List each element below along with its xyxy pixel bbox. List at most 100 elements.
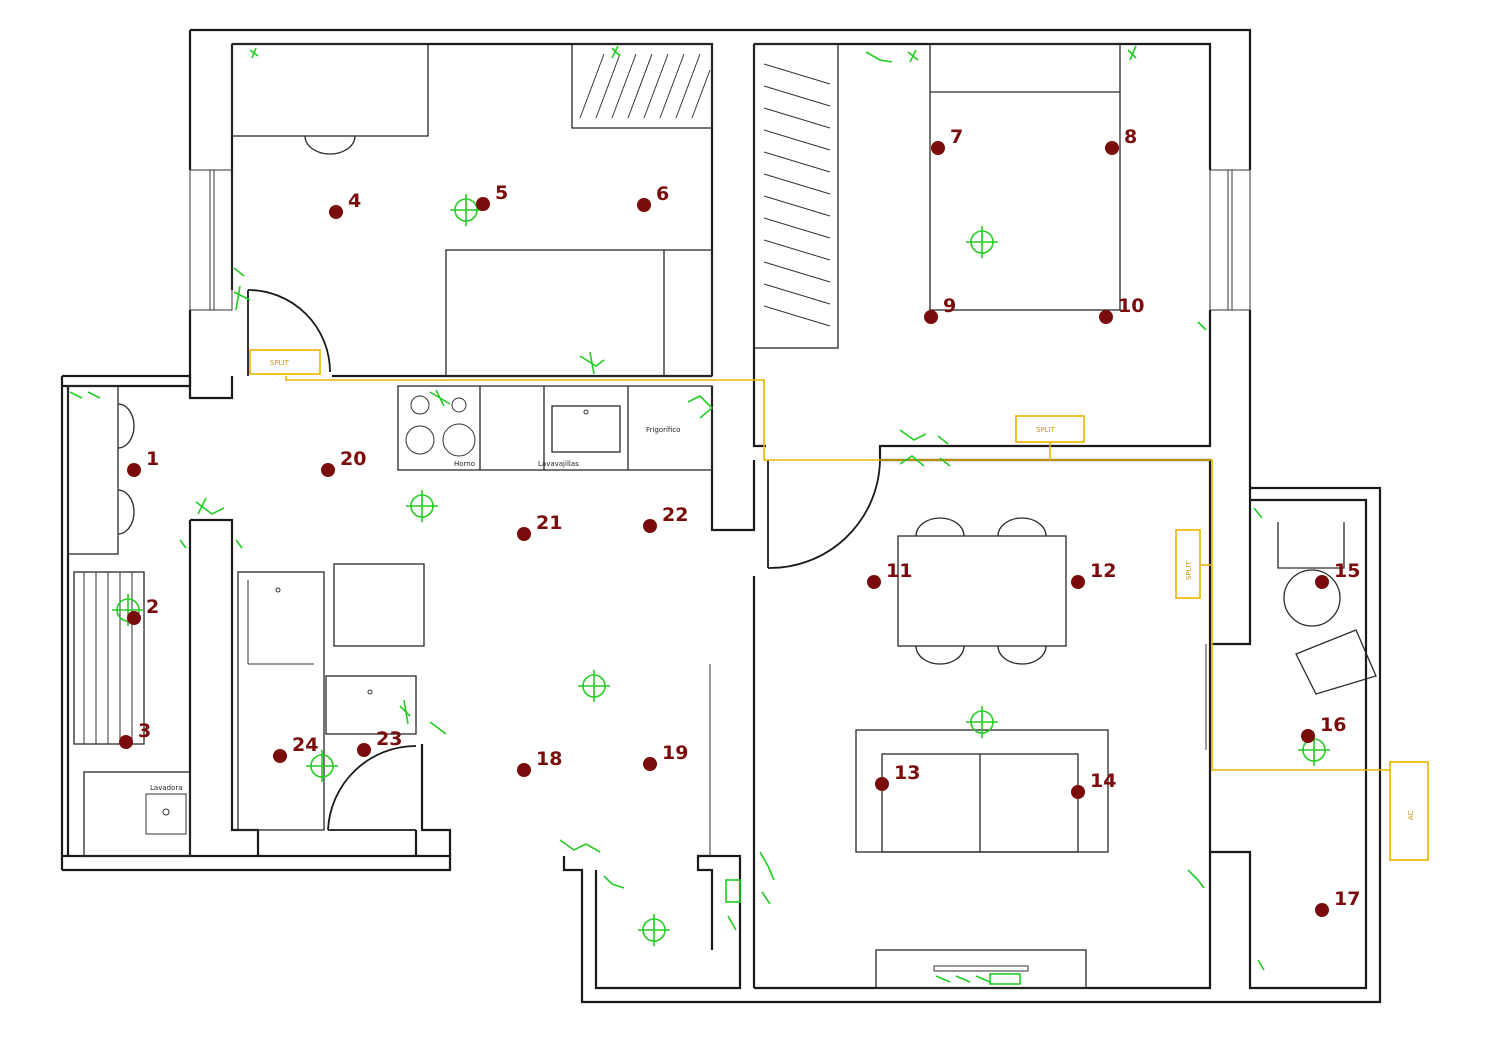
- washer-label: Lavadora: [150, 784, 183, 792]
- point-number: 22: [662, 504, 688, 526]
- crosshair-light-icon: [578, 670, 610, 702]
- split-unit-2: SPLIT: [1015, 415, 1085, 443]
- split-unit-1: SPLIT: [249, 349, 321, 375]
- point-number: 7: [950, 126, 963, 148]
- point-19: 19: [643, 742, 688, 771]
- point-number: 19: [662, 742, 688, 764]
- point-marker: [127, 463, 141, 477]
- switches-and-outlets: [69, 45, 1265, 985]
- point-marker: [476, 197, 490, 211]
- crosshair-light-icon: [638, 914, 670, 946]
- point-4: 4: [329, 190, 361, 219]
- point-number: 23: [376, 728, 402, 750]
- oven-label: Horno: [454, 460, 475, 468]
- point-marker: [875, 777, 889, 791]
- point-number: 16: [1320, 714, 1346, 736]
- point-marker: [127, 611, 141, 625]
- point-6: 6: [637, 183, 669, 212]
- point-marker: [329, 205, 343, 219]
- point-number: 15: [1334, 560, 1360, 582]
- point-20: 20: [321, 448, 366, 477]
- point-number: 18: [536, 748, 562, 770]
- point-8: 8: [1105, 126, 1137, 155]
- point-3: 3: [119, 720, 151, 749]
- point-marker: [924, 310, 938, 324]
- point-13: 13: [875, 762, 920, 791]
- crosshair-light-icon: [450, 194, 482, 226]
- point-marker: [517, 527, 531, 541]
- point-24: 24: [273, 734, 318, 763]
- point-number: 9: [943, 295, 956, 317]
- point-number: 13: [894, 762, 920, 784]
- point-7: 7: [931, 126, 963, 155]
- point-number: 2: [146, 596, 159, 618]
- point-number: 12: [1090, 560, 1116, 582]
- point-21: 21: [517, 512, 562, 541]
- point-marker: [321, 463, 335, 477]
- point-9: 9: [924, 295, 956, 324]
- point-16: 16: [1301, 714, 1346, 743]
- point-number: 1: [146, 448, 159, 470]
- appliance-labels: Horno Lavavajillas Frigorífico Lavadora: [150, 426, 680, 792]
- point-12: 12: [1071, 560, 1116, 589]
- point-marker: [273, 749, 287, 763]
- split-unit-3: SPLIT: [1175, 529, 1201, 599]
- point-number: 3: [138, 720, 151, 742]
- point-14: 14: [1071, 770, 1116, 799]
- split-label: SPLIT: [270, 359, 290, 367]
- crosshair-light-icon: [306, 750, 338, 782]
- point-marker: [867, 575, 881, 589]
- point-number: 21: [536, 512, 562, 534]
- point-2: 2: [127, 596, 159, 625]
- split-label: SPLIT: [1036, 426, 1056, 434]
- point-1: 1: [127, 448, 159, 477]
- point-number: 11: [886, 560, 912, 582]
- point-marker: [119, 735, 133, 749]
- walls: [60, 28, 1382, 1004]
- split-label: SPLIT: [1185, 560, 1193, 580]
- point-17: 17: [1315, 888, 1360, 917]
- point-number: 24: [292, 734, 318, 756]
- furniture: [67, 43, 1377, 989]
- point-10: 10: [1099, 295, 1144, 324]
- point-15: 15: [1315, 560, 1360, 589]
- point-marker: [1315, 903, 1329, 917]
- point-marker: [643, 757, 657, 771]
- point-marker: [517, 763, 531, 777]
- point-marker: [1071, 575, 1085, 589]
- dishwasher-label: Lavavajillas: [538, 460, 579, 468]
- point-5: 5: [476, 182, 508, 211]
- doors: [247, 289, 881, 831]
- point-marker: [1315, 575, 1329, 589]
- crosshair-light-icon: [406, 490, 438, 522]
- point-number: 17: [1334, 888, 1360, 910]
- crosshair-light-icon: [966, 706, 998, 738]
- point-marker: [1301, 729, 1315, 743]
- point-11: 11: [867, 560, 912, 589]
- fridge-label: Frigorífico: [646, 426, 680, 434]
- point-22: 22: [643, 504, 688, 533]
- point-number: 10: [1118, 295, 1144, 317]
- hvac-layout: SPLIT SPLIT SPLIT AC: [249, 349, 1429, 861]
- point-number: 6: [656, 183, 669, 205]
- point-number: 5: [495, 182, 508, 204]
- point-number: 20: [340, 448, 366, 470]
- point-marker: [1105, 141, 1119, 155]
- point-marker: [357, 743, 371, 757]
- point-number: 14: [1090, 770, 1116, 792]
- point-marker: [1099, 310, 1113, 324]
- light-fixtures: [112, 194, 1330, 946]
- point-number: 8: [1124, 126, 1137, 148]
- crosshair-light-icon: [966, 226, 998, 258]
- ac-label: AC: [1407, 810, 1415, 820]
- point-23: 23: [357, 728, 402, 757]
- point-marker: [931, 141, 945, 155]
- point-marker: [637, 198, 651, 212]
- point-18: 18: [517, 748, 562, 777]
- point-number: 4: [348, 190, 361, 212]
- point-marker: [1071, 785, 1085, 799]
- ac-unit: AC: [1389, 761, 1429, 861]
- point-marker: [643, 519, 657, 533]
